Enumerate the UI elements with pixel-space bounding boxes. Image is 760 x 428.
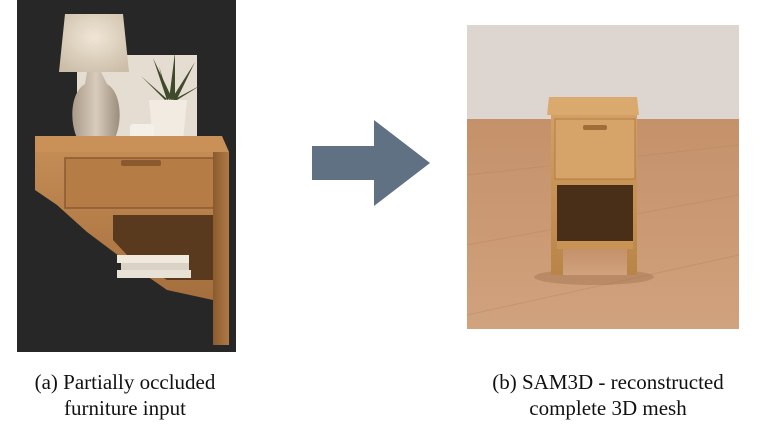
lamp-shade — [59, 14, 129, 72]
mesh-shelf-base — [557, 241, 633, 249]
right-arrow-icon — [312, 120, 430, 206]
drawer-front — [64, 157, 216, 209]
book — [117, 255, 189, 263]
mesh-drawer-handle — [583, 125, 607, 130]
plant-leaves — [141, 52, 203, 100]
reconstructed-nightstand-mesh — [467, 25, 739, 329]
caption-output-line2: complete 3D mesh — [529, 396, 687, 420]
mesh-drawer — [554, 118, 636, 180]
caption-input-line2: furniture input — [64, 396, 186, 420]
nightstand-leg — [213, 152, 229, 345]
mesh-leg-gap — [563, 249, 627, 275]
caption-output: (b) SAM3D - reconstructed complete 3D me… — [458, 369, 758, 421]
book — [121, 263, 189, 270]
mesh-open-shelf — [557, 185, 633, 241]
drawer-handle — [121, 160, 161, 166]
input-image-panel — [17, 0, 236, 352]
book — [117, 270, 191, 278]
occluded-nightstand-image — [35, 14, 229, 345]
nightstand-top — [35, 136, 229, 152]
lamp-base — [72, 72, 120, 138]
mesh-top — [547, 97, 639, 115]
output-render-panel — [467, 25, 739, 329]
plant-pot — [149, 100, 187, 140]
caption-output-line1: (b) SAM3D - reconstructed — [492, 370, 724, 394]
caption-input: (a) Partially occluded furniture input — [0, 369, 250, 421]
caption-input-line1: (a) Partially occluded — [34, 370, 216, 394]
